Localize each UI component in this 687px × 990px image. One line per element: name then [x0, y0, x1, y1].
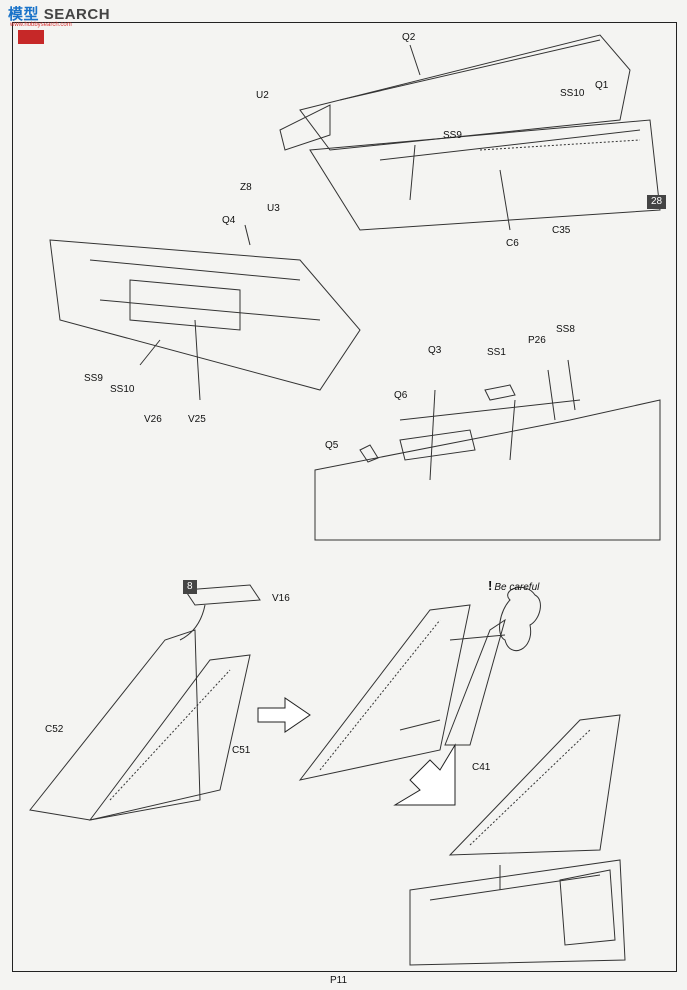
tail-c51 [88, 654, 251, 821]
part-v16 [184, 584, 261, 606]
mr-line-1 [399, 399, 581, 421]
leader-c6 [499, 169, 511, 231]
label-u2: U2 [256, 90, 269, 101]
exhaust [559, 869, 616, 946]
leader-q2 [409, 44, 421, 76]
rear-fuselage [409, 859, 626, 966]
label-q5: Q5 [325, 440, 339, 451]
label-v26: V26 [144, 414, 162, 425]
tail-c52 [29, 629, 201, 821]
label-q4: Q4 [222, 215, 236, 226]
fin-final-dashes [469, 729, 591, 846]
process-arrow-right [257, 697, 311, 733]
label-ss10-mid: SS10 [110, 384, 135, 395]
label-c35: C35 [552, 225, 571, 236]
leader-ss10 [139, 339, 161, 366]
leader-c41 [399, 719, 441, 731]
watermark-logo [18, 30, 44, 44]
panel-dashes [479, 139, 641, 151]
leader-spine-down [409, 144, 416, 201]
fin-final [448, 714, 621, 856]
part-q6 [399, 429, 476, 461]
page-number: P11 [330, 975, 348, 986]
part-u2 [279, 104, 331, 151]
fuselage-top [309, 119, 661, 231]
label-c41: C41 [472, 762, 491, 773]
label-q2: Q2 [402, 32, 416, 43]
label-v16: V16 [272, 593, 290, 604]
mid-panel [129, 279, 241, 331]
part-ss1 [484, 384, 516, 401]
leader-cloud [449, 634, 506, 641]
fuselage-mid-left [49, 239, 361, 391]
label-u3: U3 [267, 203, 280, 214]
step-badge-28: 28 [647, 195, 667, 209]
leader-ss1 [509, 399, 516, 461]
label-c51: C51 [232, 745, 251, 756]
spine-line [339, 39, 601, 101]
mid-line-2 [99, 299, 321, 321]
leader-v25 [194, 319, 201, 401]
fuselage-line [379, 129, 641, 161]
v16-leader [179, 604, 206, 641]
caution-mark: ! [488, 578, 493, 593]
rear-line [429, 874, 601, 901]
label-q6: Q6 [394, 390, 408, 401]
watermark-en: SEARCH [43, 6, 111, 23]
label-ss8: SS8 [556, 324, 575, 335]
label-v25: V25 [188, 414, 206, 425]
leader-q4 [244, 224, 251, 246]
page-frame [12, 22, 677, 972]
watermark-url: www.hobbysearch.com [10, 22, 72, 28]
caution-text: Be careful [494, 582, 540, 593]
label-p26: P26 [528, 335, 546, 346]
leader-p26 [547, 369, 556, 421]
label-q3: Q3 [428, 345, 442, 356]
fuselage-mid-right [314, 399, 661, 541]
label-ss1: SS1 [487, 347, 506, 358]
watermark: 模型 SEARCH [8, 3, 110, 24]
label-q1: Q1 [595, 80, 609, 91]
spine-outline [299, 34, 631, 151]
step-badge-8: 8 [183, 580, 197, 594]
watermark-cn: 模型 [8, 6, 40, 23]
part-q5 [359, 444, 379, 463]
fin-dashes [319, 619, 441, 771]
mid-line-1 [89, 259, 301, 281]
leader-q6 [429, 389, 436, 481]
label-z8: Z8 [240, 182, 252, 193]
cloud-callout [499, 586, 541, 652]
c51-dashes [109, 669, 231, 801]
fin-assembled [298, 604, 471, 781]
label-c6: C6 [506, 238, 519, 249]
leader-ss8 [567, 359, 576, 411]
part-c41 [444, 618, 506, 746]
label-ss10: SS10 [560, 88, 585, 99]
label-c52: C52 [45, 724, 64, 735]
process-arrow-down [393, 743, 456, 806]
label-ss9-mid: SS9 [84, 373, 103, 384]
label-ss9: SS9 [443, 130, 462, 141]
caution-note: !Be careful [488, 578, 539, 593]
